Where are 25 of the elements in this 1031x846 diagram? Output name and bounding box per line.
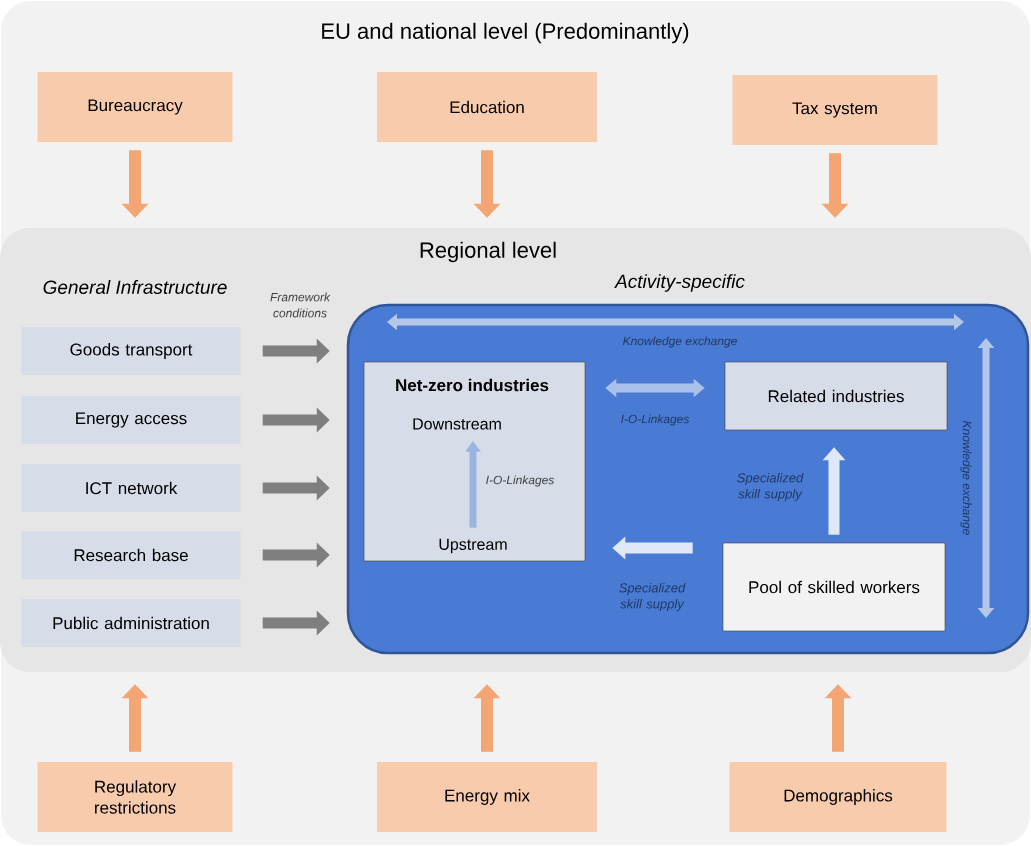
policy-box: Tax system: [732, 75, 938, 145]
stage-label: Upstream: [439, 538, 507, 554]
section-heading: General Infrastructure: [43, 280, 227, 294]
infrastructure-box: Goods transport: [21, 327, 241, 375]
policy-box: Energy mix: [377, 762, 597, 832]
edge-label: Specialized skill supply: [619, 582, 686, 612]
policy-box: Regulatory restrictions: [37, 762, 233, 832]
infrastructure-box: ICT network: [21, 464, 241, 512]
arrow-label: Knowledge exchange: [960, 421, 972, 535]
edge-label: Framework conditions: [270, 292, 331, 318]
infrastructure-box: Energy access: [21, 396, 241, 444]
policy-box: Bureaucracy: [37, 72, 233, 142]
infrastructure-box: Public administration: [21, 599, 241, 647]
stage-label: Downstream: [413, 418, 501, 430]
edge-label: I-O-Linkages: [621, 414, 690, 426]
diagram-title: EU and national level (Predominantly): [322, 22, 689, 44]
edge-label: Specialized skill supply: [737, 472, 804, 502]
industry-box: Related industries: [724, 361, 948, 431]
arrow-label: Knowledge exchange: [623, 336, 737, 348]
infrastructure-box: Research base: [21, 531, 241, 579]
workers-box: Pool of skilled workers: [722, 542, 946, 632]
edge-label: I-O-Linkages: [486, 475, 555, 487]
policy-box: Demographics: [729, 762, 947, 832]
policy-box: Education: [377, 72, 597, 142]
section-heading: Activity-specific: [614, 274, 745, 292]
